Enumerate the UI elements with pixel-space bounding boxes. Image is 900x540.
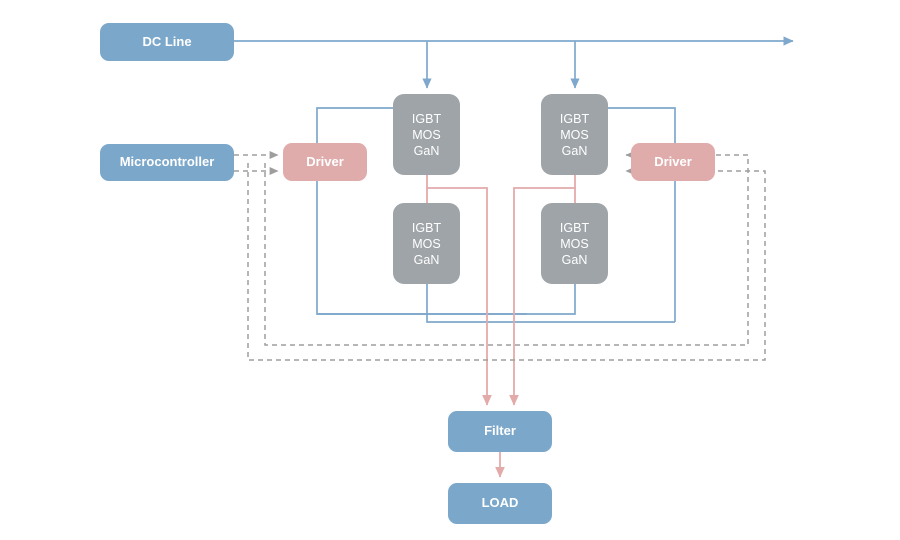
switch-bottom-left-line2: MOS	[412, 236, 441, 251]
driver-left-gate-bottom	[426, 284, 675, 323]
switch-bottom-left-line3: GaN	[413, 252, 440, 267]
driver-right-label: Driver	[654, 153, 692, 169]
filter-label: Filter	[484, 423, 516, 439]
mcu-to-driver-right-a	[247, 163, 766, 361]
switch-top-left-line2: MOS	[412, 127, 441, 142]
load-label: LOAD	[481, 495, 519, 511]
switch-top-right-line3: GaN	[561, 143, 588, 158]
switch-bottom-right-line2: MOS	[560, 236, 589, 251]
dc-line-label: DC Line	[142, 33, 192, 49]
switch-bottom-left-line1: IGBT	[411, 220, 442, 235]
node-load[interactable]: LOAD	[448, 483, 552, 524]
switch-top-left-line3: GaN	[413, 143, 440, 158]
switch-top-right-line1: IGBT	[559, 111, 590, 126]
node-driver-left[interactable]: Driver	[283, 143, 367, 181]
switch-bottom-right-line1: IGBT	[559, 220, 590, 235]
node-filter[interactable]: Filter	[448, 411, 552, 452]
driver-right-gate-top	[608, 107, 676, 322]
node-microcontroller[interactable]: Microcontroller	[100, 144, 234, 181]
driver-right-gate-bottom	[317, 284, 576, 315]
node-dc-line[interactable]: DC Line	[100, 23, 234, 61]
node-switch-top-right[interactable]: IGBT MOS GaN	[541, 94, 608, 175]
phase-leg-right	[509, 175, 576, 406]
switch-top-left-line1: IGBT	[411, 111, 442, 126]
node-switch-bottom-left[interactable]: IGBT MOS GaN	[393, 203, 460, 284]
switch-top-right-line2: MOS	[560, 127, 589, 142]
driver-left-label: Driver	[306, 153, 344, 169]
phase-leg-left	[426, 175, 492, 406]
node-driver-right[interactable]: Driver	[631, 143, 715, 181]
node-switch-bottom-right[interactable]: IGBT MOS GaN	[541, 203, 608, 284]
node-switch-top-left[interactable]: IGBT MOS GaN	[393, 94, 460, 175]
microcontroller-label: Microcontroller	[119, 154, 215, 170]
switch-bottom-right-line3: GaN	[561, 252, 588, 267]
